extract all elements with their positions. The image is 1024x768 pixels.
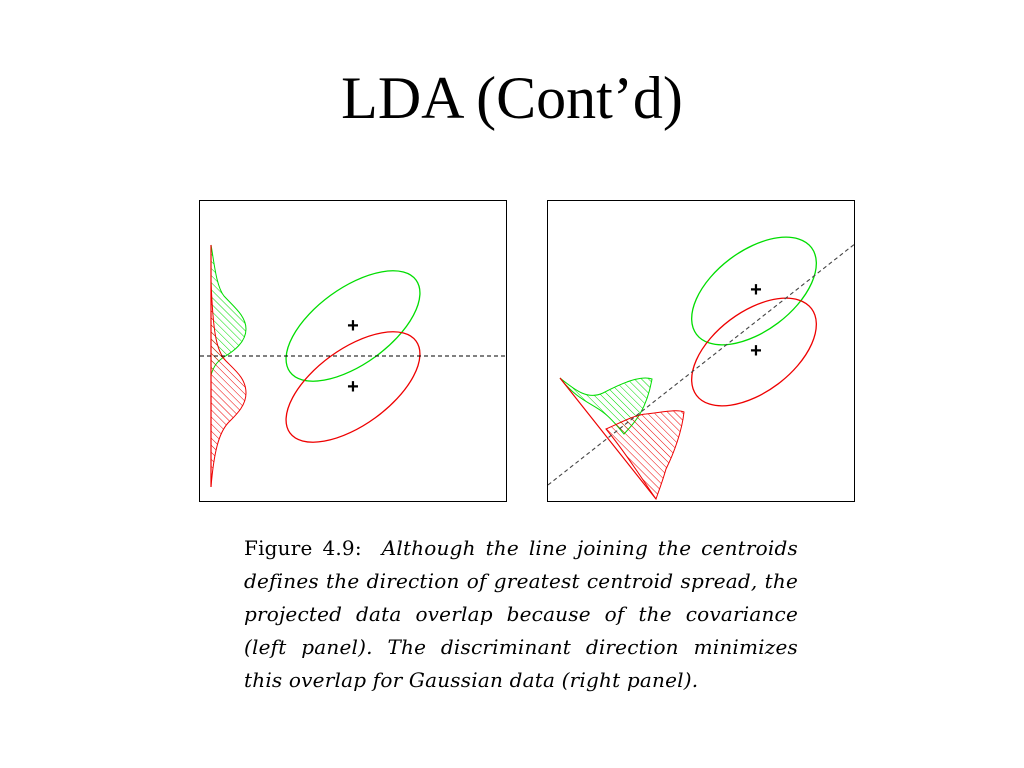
figure-label: Figure 4.9: [244, 536, 362, 560]
right-panel: + + [547, 200, 856, 502]
class-1-centroid-marker: + [750, 279, 762, 301]
class-2-centroid-marker: + [347, 376, 359, 398]
class-1-ellipse [691, 236, 817, 346]
class-2-projected-density [605, 410, 685, 501]
left-panel: + + [199, 200, 508, 502]
class-1-centroid-marker: + [347, 315, 359, 337]
left-panel-plot: + + [200, 244, 508, 488]
slide-title: LDA (Cont’d) [341, 65, 683, 131]
figure-caption: Figure 4.9: Although the line joining th… [244, 532, 798, 697]
class-2-centroid-marker: + [750, 340, 762, 362]
class-2-ellipse [691, 297, 817, 407]
class-2-projected-density [210, 280, 247, 488]
class-2-ellipse [285, 331, 421, 443]
right-panel-plot: + + [548, 236, 856, 501]
class-1-ellipse [285, 270, 421, 382]
discriminant-projection-line [548, 242, 856, 486]
figure-caption-text: Although the line joining the centroids … [244, 536, 798, 692]
density-baseline [559, 377, 657, 500]
